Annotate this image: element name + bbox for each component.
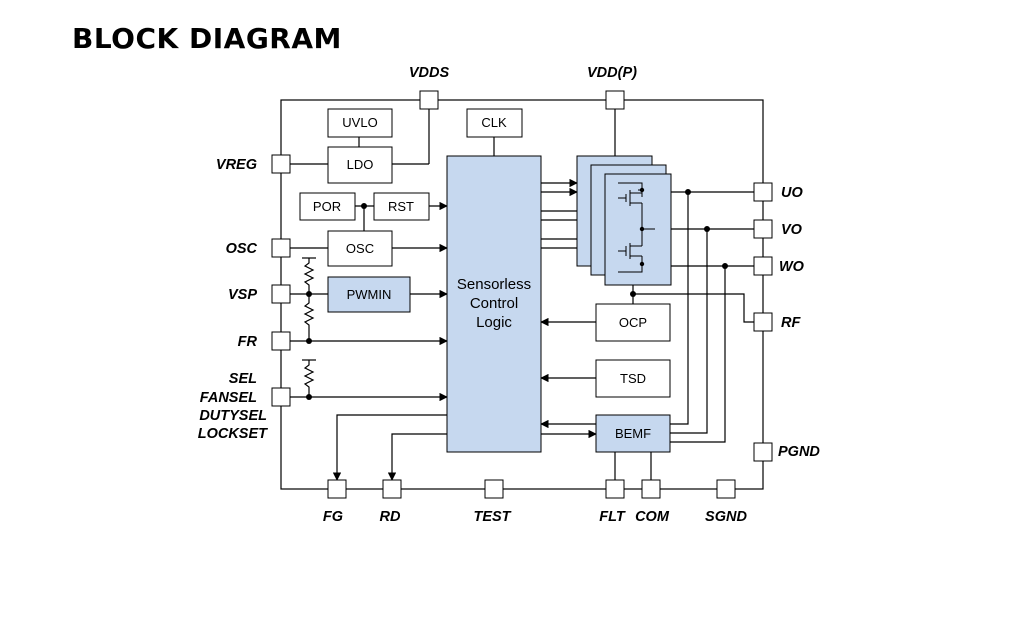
- tsd-block: [595, 359, 671, 398]
- pin-vsp: [271, 284, 291, 304]
- control-logic-block: [446, 155, 542, 453]
- pin-label-sel: SEL: [229, 371, 257, 387]
- pwmin-label: PWMIN: [347, 287, 392, 302]
- mosfet-dot-3: [639, 261, 645, 267]
- ocp-label: OCP: [619, 315, 647, 330]
- pin-label-uo: UO: [781, 185, 803, 201]
- uvlo-label: UVLO: [342, 115, 377, 130]
- pin-label-wo: WO: [779, 259, 805, 275]
- bemf-block: [595, 414, 671, 453]
- pin-wo: [753, 256, 773, 276]
- wire-wo-bemf: [670, 266, 726, 443]
- control-logic-label-1: Sensorless: [457, 276, 531, 293]
- pin-fr: [271, 331, 291, 351]
- pin-label-vsp: VSP: [228, 287, 257, 303]
- pin-vo: [753, 219, 773, 239]
- pin-test: [484, 479, 504, 499]
- wire-logic-rd: [387, 433, 447, 481]
- pin-com: [641, 479, 661, 499]
- resistor-sel: [303, 360, 315, 397]
- pin-label-fansel: FANSEL: [200, 390, 257, 406]
- ldo-label: LDO: [347, 157, 374, 172]
- mosfet-icon: [618, 182, 655, 273]
- uvlo-block: [327, 108, 393, 138]
- resistor-fr: [303, 294, 315, 341]
- rst-block: [373, 192, 430, 221]
- pin-label-test: TEST: [473, 509, 511, 525]
- pin-fg: [327, 479, 347, 499]
- pin-label-vreg: VREG: [216, 157, 257, 173]
- pin-label-flt: FLT: [599, 509, 626, 525]
- bemf-label: BEMF: [615, 426, 651, 441]
- pin-vdds: [419, 90, 439, 110]
- osc-block: [327, 230, 393, 267]
- pin-label-vo: VO: [781, 222, 803, 238]
- clk-label: CLK: [481, 115, 507, 130]
- pin-pgnd: [753, 442, 773, 462]
- pin-label-pgnd: PGND: [778, 444, 820, 460]
- wire-rf: [633, 293, 754, 323]
- pwmin-block: [327, 276, 411, 313]
- pin-rd: [382, 479, 402, 499]
- osc-label: OSC: [346, 241, 374, 256]
- ocp-block: [595, 303, 671, 342]
- pin-label-osc: OSC: [226, 241, 258, 257]
- pin-label-dutysel: DUTYSEL: [199, 408, 267, 424]
- mosfet-dot-1: [639, 187, 645, 193]
- driver-phase-3: [604, 173, 672, 286]
- tsd-label: TSD: [620, 371, 646, 386]
- pin-flt: [605, 479, 625, 499]
- resistor-vsp: [303, 258, 315, 294]
- pin-label-sgnd: SGND: [705, 509, 747, 525]
- pin-label-vddp: VDD(P): [587, 65, 637, 81]
- mosfet-dot-2: [639, 226, 645, 232]
- wire-logic-fg: [332, 414, 447, 481]
- pin-label-lockset: LOCKSET: [198, 426, 268, 442]
- wire-uo-bemf: [670, 192, 689, 425]
- pin-label-rf: RF: [781, 315, 801, 331]
- pin-label-vdds: VDDS: [409, 65, 450, 81]
- pin-label-fr: FR: [238, 334, 258, 350]
- pin-label-com: COM: [635, 509, 670, 525]
- wire-vo-bemf: [670, 229, 708, 434]
- pin-sgnd: [716, 479, 736, 499]
- pin-vddp: [605, 90, 625, 110]
- por-block: [299, 192, 356, 221]
- ldo-block: [327, 146, 393, 184]
- control-logic-label-3: Logic: [476, 314, 512, 331]
- pin-label-fg: FG: [323, 509, 343, 525]
- pin-vreg: [271, 154, 291, 174]
- page-title: BLOCK DIAGRAM: [72, 22, 342, 55]
- por-label: POR: [313, 199, 341, 214]
- pin-rf: [753, 312, 773, 332]
- clk-block: [466, 108, 523, 138]
- control-logic-label-2: Control: [470, 295, 518, 312]
- pin-uo: [753, 182, 773, 202]
- pin-sel: [271, 387, 291, 407]
- pin-osc: [271, 238, 291, 258]
- pin-label-rd: RD: [380, 509, 401, 525]
- rst-label: RST: [388, 199, 414, 214]
